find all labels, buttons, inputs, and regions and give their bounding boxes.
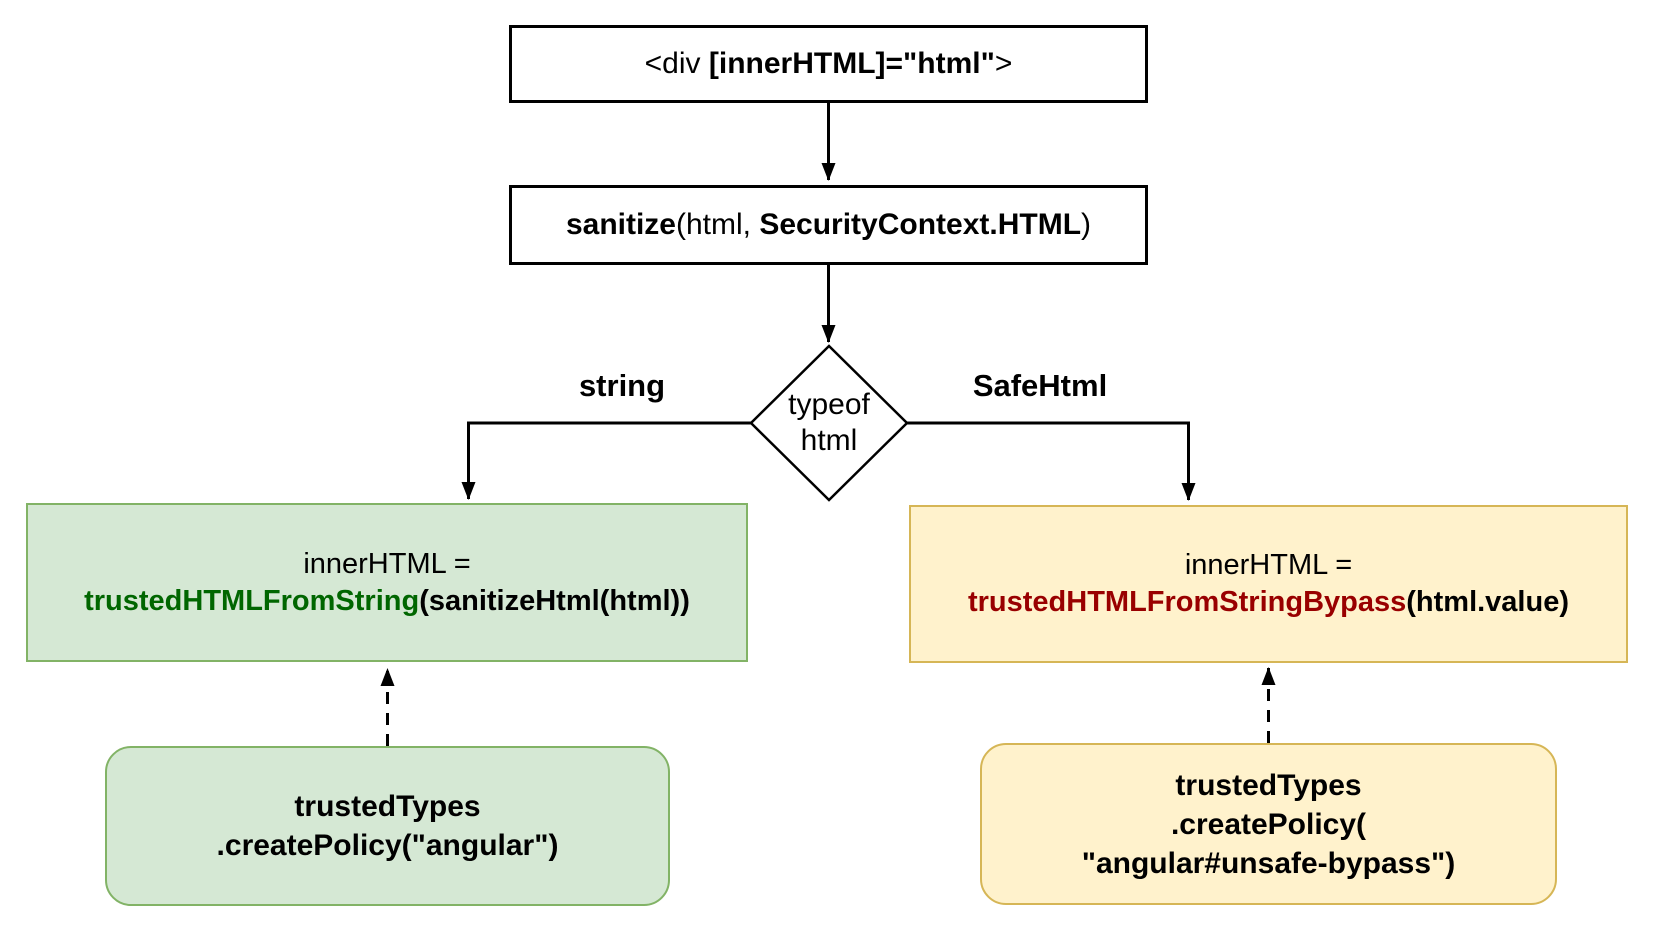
result-safehtml-call: trustedHTMLFromStringBypass(html.value) xyxy=(968,584,1569,621)
policy-bypass-line-2: .createPolicy( xyxy=(1170,807,1367,841)
policy-angular-line-2: .createPolicy("angular") xyxy=(216,829,559,862)
result-string-args: (sanitizeHtml(html)) xyxy=(419,584,690,617)
sanitize-fn: sanitize xyxy=(565,208,676,241)
arrow-branch-safehtml xyxy=(907,421,1196,501)
binding-post: > xyxy=(994,47,1013,80)
branch-label-safehtml: SafeHtml xyxy=(972,368,1108,403)
binding-expression: [innerHTML]="html" xyxy=(708,47,995,80)
sanitize-open: (html, xyxy=(676,208,760,241)
result-safehtml-fn: trustedHTMLFromStringBypass xyxy=(967,586,1407,618)
sanitize-arg: SecurityContext.HTML xyxy=(759,208,1082,241)
policy-bypass-line-3: "angular#unsafe-bypass") xyxy=(1081,846,1456,880)
node-policy-angular: trustedTypes .createPolicy("angular") xyxy=(105,746,670,906)
result-safehtml-args: (html.value) xyxy=(1406,586,1569,618)
branch-label-string: string xyxy=(578,368,666,403)
result-safehtml-assign: innerHTML = xyxy=(1184,549,1353,581)
arrow-branch-string xyxy=(461,421,751,500)
policy-bypass-line-1: trustedTypes xyxy=(1175,768,1362,802)
sanitize-close: ) xyxy=(1081,208,1092,241)
node-policy-unsafe-bypass: trustedTypes .createPolicy( "angular#uns… xyxy=(980,743,1557,905)
result-string-fn: trustedHTMLFromString xyxy=(84,584,420,617)
decision-line-2: html xyxy=(800,424,858,457)
result-string-assign: innerHTML = xyxy=(303,547,471,580)
node-sanitize-call-text: sanitize(html, SecurityContext.HTML) xyxy=(566,208,1091,242)
decision-line-1: typeof xyxy=(788,388,870,421)
node-innerhtml-binding: <div [innerHTML]="html"> xyxy=(509,25,1148,103)
node-sanitize-call: sanitize(html, SecurityContext.HTML) xyxy=(509,185,1148,265)
result-string-call: trustedHTMLFromString(sanitizeHtml(html)… xyxy=(84,583,690,620)
decision-typeof-html: typeof html xyxy=(751,346,907,500)
policy-angular-line-1: trustedTypes xyxy=(294,790,481,823)
node-result-safehtml: innerHTML = trustedHTMLFromStringBypass(… xyxy=(909,505,1628,663)
binding-pre: <div xyxy=(644,47,709,80)
node-innerhtml-binding-text: <div [innerHTML]="html"> xyxy=(645,47,1013,81)
node-result-string: innerHTML = trustedHTMLFromString(saniti… xyxy=(26,503,748,662)
